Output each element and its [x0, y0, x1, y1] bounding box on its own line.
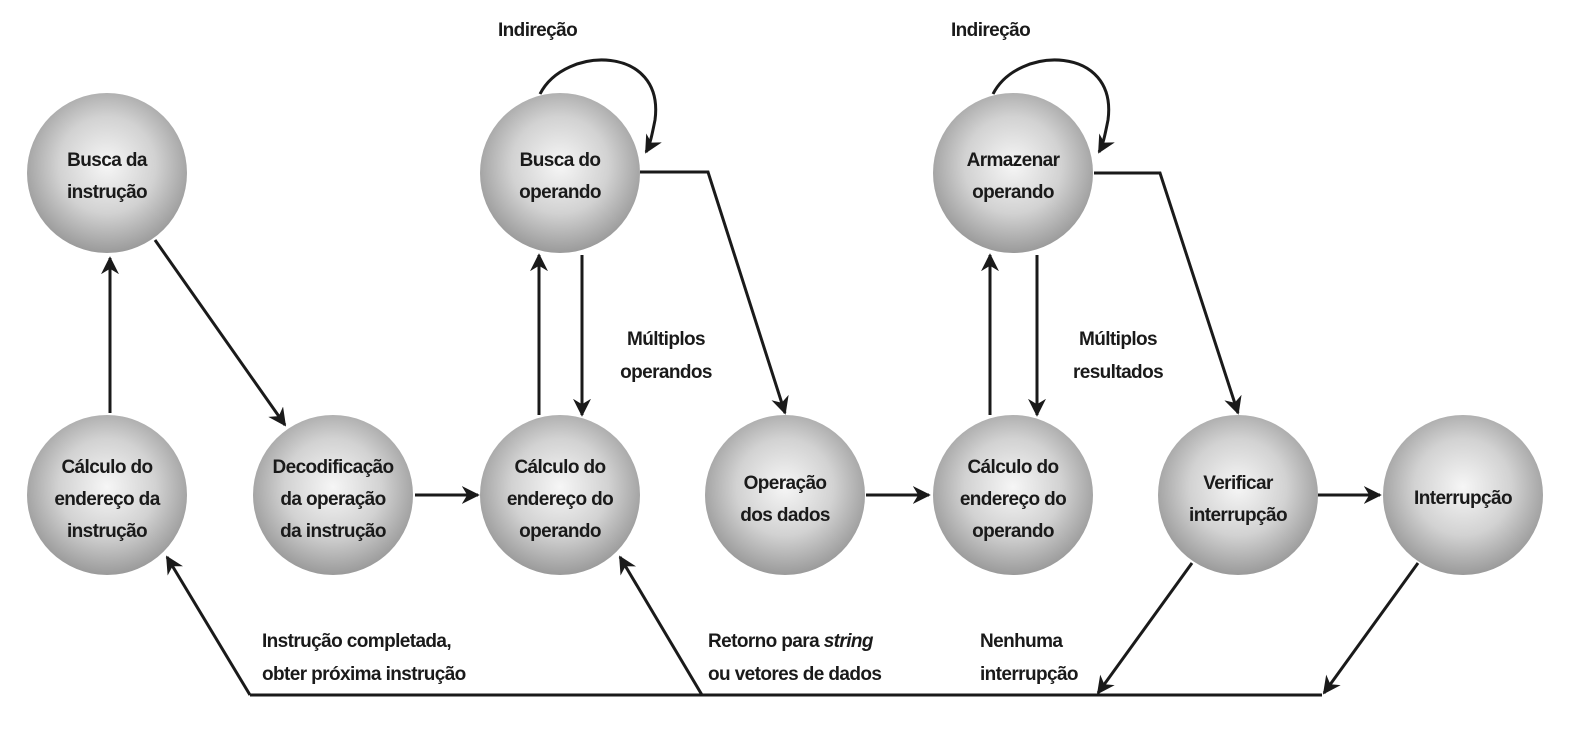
node-label-line: Decodificação: [272, 457, 393, 478]
node-label-line: endereço do: [507, 489, 613, 510]
indirection-loop-2: [991, 58, 1115, 154]
node-label-line: endereço da: [54, 489, 160, 510]
node-data-operation: Operação dos dados: [705, 415, 865, 575]
node-label-line: Interrupção: [1414, 488, 1512, 509]
node-label-line: operando: [519, 182, 601, 203]
label-instruction-complete: Instrução completada,: [262, 631, 451, 652]
node-calc-instruction-address: Cálculo do endereço da instrução: [27, 415, 187, 575]
node-label-line: Verificar: [1203, 473, 1274, 494]
node-label-line: Operação: [744, 473, 827, 494]
edge-interrupt-to-bottom: [1322, 562, 1420, 695]
label-multiple-operands: operandos: [620, 362, 712, 383]
node-label-line: Cálculo do: [514, 457, 605, 478]
label-instruction-complete: obter próxima instrução: [262, 664, 466, 685]
node-interrupt: Interrupção: [1383, 415, 1543, 575]
label-multiple-results: Múltiplos: [1079, 329, 1157, 350]
label-no-interrupt: interrupção: [980, 664, 1078, 685]
node-label-line: instrução: [67, 521, 147, 542]
indirection-loop-1: [538, 58, 662, 154]
node-label-line: operando: [972, 521, 1054, 542]
node-calc-operand-address-1: Cálculo do endereço do operando: [480, 415, 640, 575]
label-return-string-italic: string: [824, 631, 874, 652]
label-return-string-prefix: Retorno para: [708, 631, 824, 652]
node-label-line: Cálculo do: [61, 457, 152, 478]
node-label-line: Cálculo do: [967, 457, 1058, 478]
node-label-line: instrução: [67, 182, 147, 203]
label-indirection-1: Indireção: [498, 20, 577, 41]
edge-store-to-check-interrupt: [1094, 171, 1242, 415]
label-multiple-operands: Múltiplos: [627, 329, 705, 350]
node-label-line: operando: [519, 521, 601, 542]
node-label-line: da instrução: [280, 521, 386, 542]
label-return-string: Retorno para string: [708, 631, 874, 652]
node-label-line: Armazenar: [967, 150, 1061, 171]
node-label-line: interrupção: [1189, 505, 1287, 526]
node-decode-operation: Decodificação da operação da instrução: [253, 415, 413, 575]
node-label-line: Busca da: [67, 150, 148, 171]
edges: [101, 58, 1420, 697]
node-fetch-operand: Busca do operando: [480, 93, 640, 253]
label-no-interrupt: Nenhuma: [980, 631, 1063, 652]
edge-check-to-bottom: [1096, 562, 1194, 695]
label-return-vectors: ou vetores de dados: [708, 664, 881, 685]
node-label-line: Busca do: [520, 150, 601, 171]
node-calc-operand-address-2: Cálculo do endereço do operando: [933, 415, 1093, 575]
edge-fetch-operand-to-data-op: [640, 170, 789, 415]
node-label-line: operando: [972, 182, 1054, 203]
node-store-operand: Armazenar operando: [933, 93, 1093, 253]
edge-fetch-to-decode: [153, 239, 287, 427]
label-indirection-2: Indireção: [951, 20, 1030, 41]
node-fetch-instruction: Busca da instrução: [27, 93, 187, 253]
node-label-line: dos dados: [740, 505, 830, 526]
edge-bottom-to-calc-instr: [165, 555, 252, 696]
edge-bottom-to-calc-operand: [618, 555, 704, 696]
node-label-line: endereço do: [960, 489, 1066, 510]
node-check-interrupt: Verificar interrupção: [1158, 415, 1318, 575]
label-multiple-results: resultados: [1073, 362, 1163, 383]
node-label-line: da operação: [280, 489, 385, 510]
